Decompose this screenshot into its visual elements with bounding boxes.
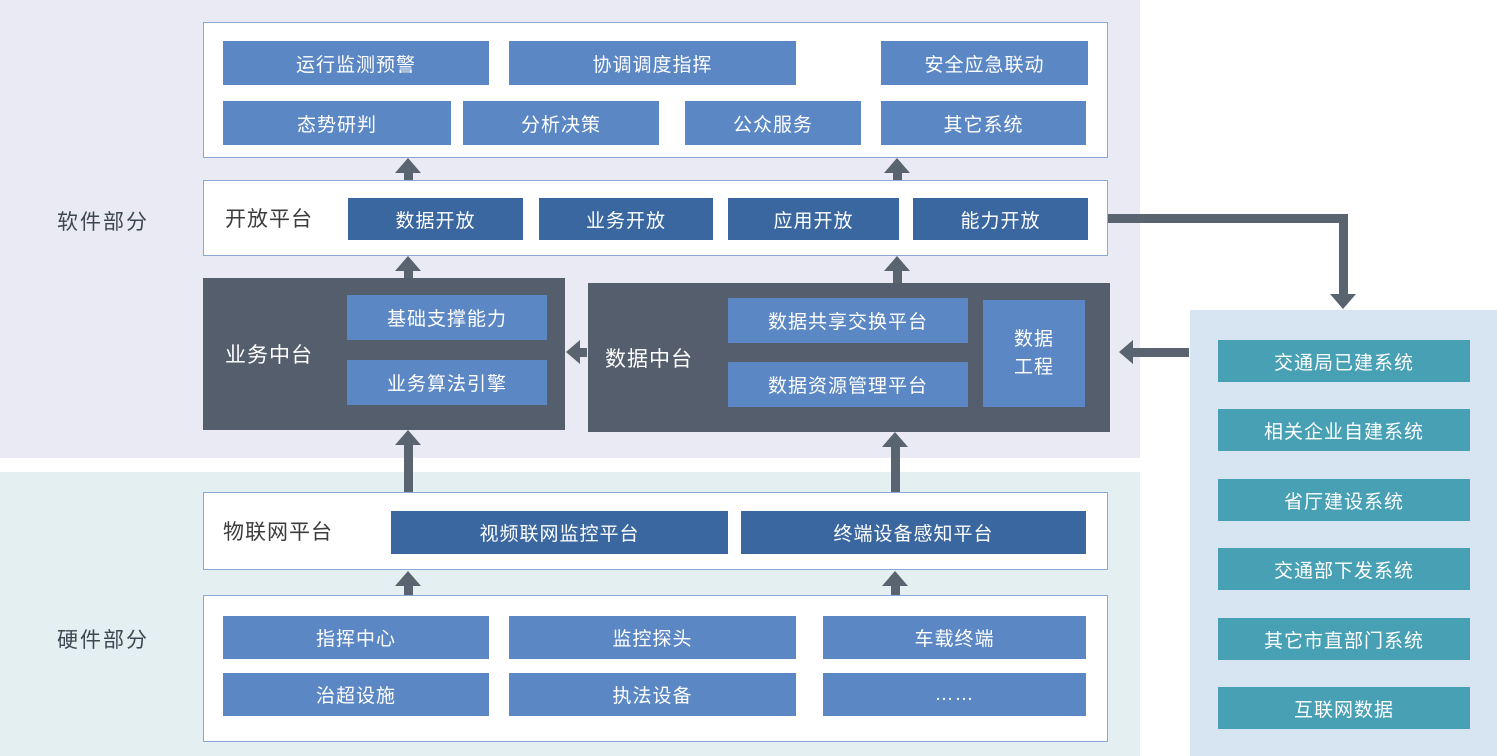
basic-support-capability-button: 基础支撑能力 <box>347 295 547 340</box>
up-arrow-open-to-app-left <box>395 158 421 180</box>
hardware-section-label: 硬件部分 <box>57 629 149 652</box>
business-open-button: 业务开放 <box>539 198 713 240</box>
data-sharing-exchange-platform-button: 数据共享交换平台 <box>728 298 968 343</box>
elbow-vertical-open-to-external <box>1339 214 1348 296</box>
data-middle-platform-box: 数据中台 数据共享交换平台 数据资源管理平台 数据工程 <box>588 283 1110 432</box>
left-arrow-external-to-data <box>1119 340 1189 364</box>
ministry-issued-systems-button: 交通部下发系统 <box>1218 548 1470 590</box>
up-arrow-business-to-open <box>395 256 421 278</box>
overload-control-facility-button: 治超设施 <box>223 673 489 716</box>
up-arrow-devices-to-iot-left <box>395 571 421 595</box>
command-center-button: 指挥中心 <box>223 616 489 659</box>
capability-open-button: 能力开放 <box>913 198 1088 240</box>
left-arrow-data-to-business <box>566 340 587 364</box>
internet-data-button: 互联网数据 <box>1218 687 1470 729</box>
data-open-button: 数据开放 <box>348 198 523 240</box>
up-arrow-iot-to-data <box>882 432 908 492</box>
iot-platform-box: 物联网平台 视频联网监控平台 终端设备感知平台 <box>203 492 1108 570</box>
data-resource-management-platform-button: 数据资源管理平台 <box>728 362 968 407</box>
other-municipal-dept-systems-button: 其它市直部门系统 <box>1218 618 1470 660</box>
application-layer-box: 运行监测预警 协调调度指挥 安全应急联动 态势研判 分析决策 公众服务 其它系统 <box>203 22 1108 158</box>
up-arrow-devices-to-iot-right <box>882 571 908 595</box>
analysis-decision-button: 分析决策 <box>463 101 659 145</box>
elbow-horizontal-open-to-external <box>1108 214 1348 223</box>
operation-monitoring-warning-button: 运行监测预警 <box>223 41 489 85</box>
business-algorithm-engine-button: 业务算法引擎 <box>347 360 547 405</box>
ellipsis-button: …… <box>823 673 1086 716</box>
application-open-button: 应用开放 <box>728 198 899 240</box>
transport-bureau-built-systems-button: 交通局已建系统 <box>1218 340 1470 382</box>
vehicle-terminal-button: 车载终端 <box>823 616 1086 659</box>
safety-emergency-linkage-button: 安全应急联动 <box>881 41 1088 85</box>
external-systems-panel: 交通局已建系统 相关企业自建系统 省厅建设系统 交通部下发系统 其它市直部门系统… <box>1190 310 1497 756</box>
public-service-button: 公众服务 <box>685 101 861 145</box>
terminal-device-sensing-platform-button: 终端设备感知平台 <box>741 511 1086 554</box>
enterprise-self-built-systems-button: 相关企业自建系统 <box>1218 409 1470 451</box>
other-systems-button: 其它系统 <box>881 101 1086 145</box>
hardware-devices-box: 指挥中心 监控探头 车载终端 治超设施 执法设备 …… <box>203 595 1108 742</box>
data-engineering-label: 数据工程 <box>1013 328 1054 378</box>
up-arrow-iot-to-business <box>395 430 421 492</box>
down-arrowhead-open-to-external <box>1330 294 1356 309</box>
data-engineering-button: 数据工程 <box>983 300 1085 407</box>
situation-analysis-button: 态势研判 <box>223 101 451 145</box>
open-platform-label: 开放平台 <box>225 208 313 231</box>
law-enforcement-equipment-button: 执法设备 <box>509 673 796 716</box>
data-middle-platform-label: 数据中台 <box>605 347 693 371</box>
up-arrow-open-to-app-right <box>884 158 910 180</box>
business-middle-platform-box: 业务中台 基础支撑能力 业务算法引擎 <box>203 278 565 430</box>
business-middle-platform-label: 业务中台 <box>225 344 313 367</box>
up-arrow-data-to-open <box>884 256 910 283</box>
video-network-monitoring-platform-button: 视频联网监控平台 <box>391 511 728 554</box>
coordination-dispatch-command-button: 协调调度指挥 <box>509 41 796 85</box>
monitoring-camera-button: 监控探头 <box>509 616 796 659</box>
software-section-label: 软件部分 <box>57 211 149 234</box>
provincial-dept-systems-button: 省厅建设系统 <box>1218 479 1470 521</box>
open-platform-box: 开放平台 数据开放 业务开放 应用开放 能力开放 <box>203 180 1108 256</box>
iot-platform-label: 物联网平台 <box>223 521 333 544</box>
